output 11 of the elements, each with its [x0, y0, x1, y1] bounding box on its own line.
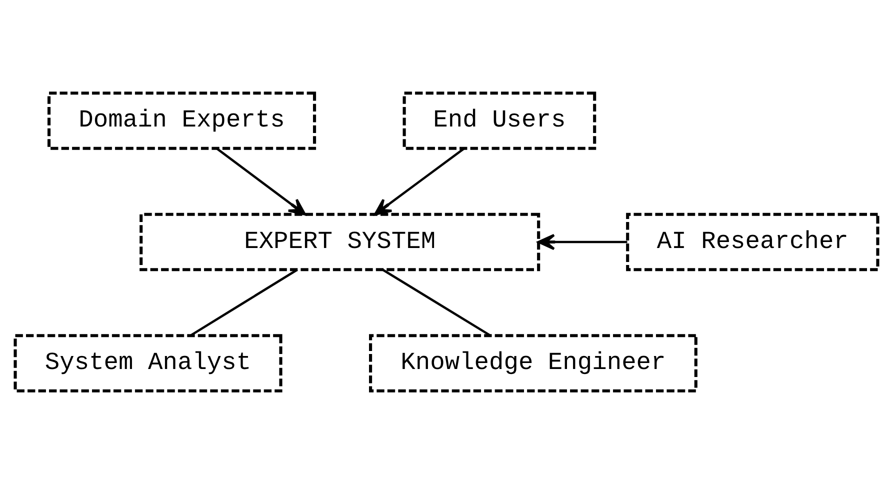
connector	[382, 268, 490, 337]
arrow	[536, 234, 627, 250]
node-box: System Analyst	[13, 334, 282, 392]
arrow	[216, 148, 306, 216]
connector	[189, 268, 298, 337]
node-box: AI Researcher	[626, 212, 879, 272]
node-box: End Users	[402, 92, 596, 150]
arrow	[374, 148, 464, 216]
node-box: Domain Experts	[47, 92, 316, 150]
node-box: EXPERT SYSTEM	[139, 212, 540, 272]
node-box: Knowledge Engineer	[368, 334, 697, 392]
